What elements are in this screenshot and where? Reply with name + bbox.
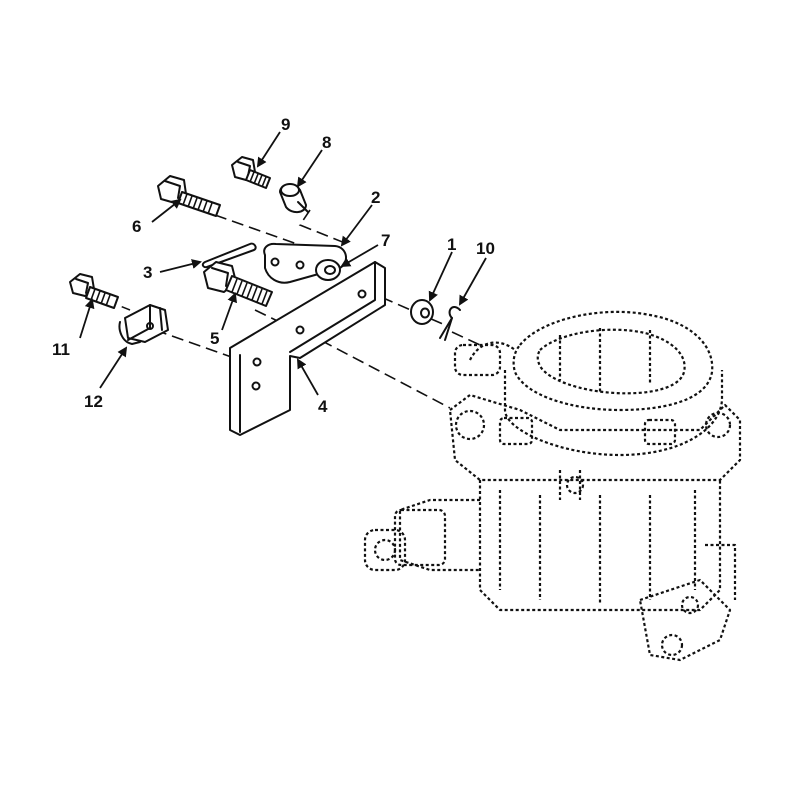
part-1-washer (410, 299, 434, 325)
part-8-bushing (279, 183, 309, 213)
part-10-cotter-pin (439, 306, 461, 341)
part-12-clip (118, 304, 169, 345)
callout-6: 6 (132, 217, 141, 236)
callout-4: 4 (318, 397, 328, 416)
part-9-bolt (231, 156, 271, 189)
callout-labels: 9 8 2 6 7 3 1 10 5 11 12 4 (52, 115, 495, 416)
assembly-center-lines (104, 209, 481, 409)
callout-11: 11 (52, 340, 70, 359)
callout-10: 10 (476, 239, 495, 258)
part-5-bolt (203, 261, 273, 307)
part-2-lever (263, 242, 347, 284)
callout-9: 9 (281, 115, 290, 134)
part-7-washer (315, 259, 341, 281)
part-6-bolt (157, 175, 221, 217)
callout-12: 12 (84, 392, 103, 411)
part-4-bracket (229, 261, 386, 436)
part-11-bolt (69, 273, 119, 309)
leader-arrows (79, 131, 487, 396)
callout-3: 3 (143, 263, 152, 282)
carburetor-phantom (363, 310, 742, 662)
callout-7: 7 (381, 231, 390, 250)
part-3-pin (201, 242, 257, 269)
callout-1: 1 (447, 235, 456, 254)
callout-8: 8 (322, 133, 331, 152)
callout-2: 2 (371, 188, 380, 207)
callout-5: 5 (210, 329, 219, 348)
